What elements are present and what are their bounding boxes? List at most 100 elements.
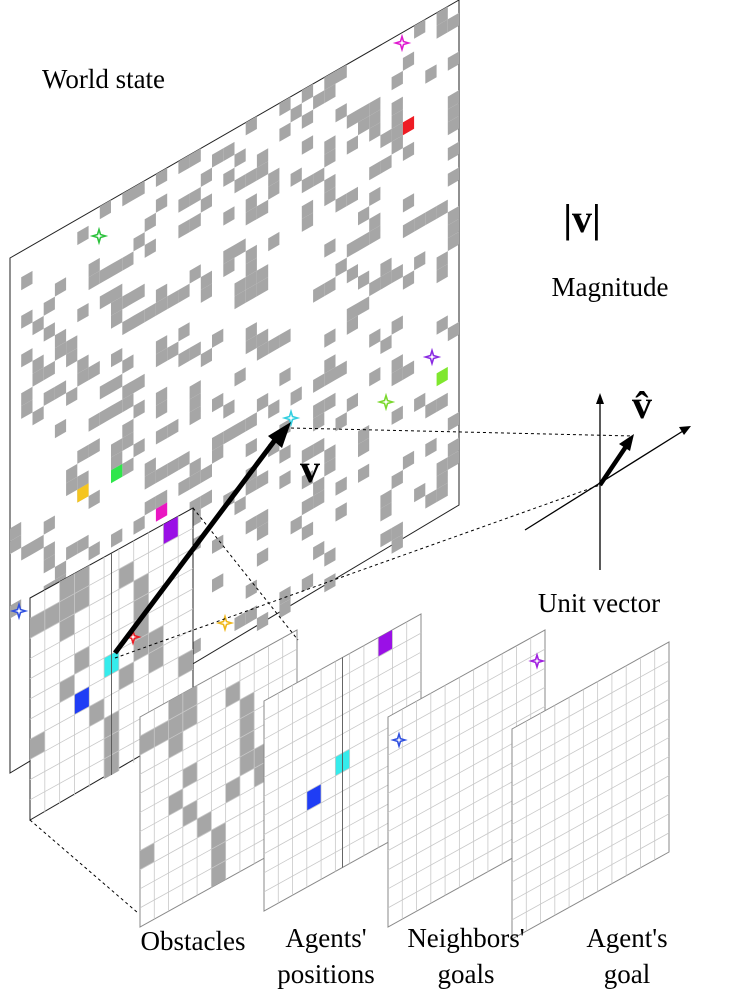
obstacle-cell [77,225,89,246]
vector-label: v [300,446,320,491]
obstacle-cell [212,148,224,168]
obstacle-cell [391,70,403,91]
vector-arrow-head [268,422,291,448]
projection-dashed-line [114,484,601,659]
obstacle-cell [30,610,45,639]
obstacle-cell [391,264,403,284]
obstacle-cell [89,698,105,727]
obstacle-cell [245,605,257,625]
obstacle-cell [324,83,336,104]
obstacle-cell [402,218,415,239]
obstacle-cell [234,418,246,438]
obstacle-cell [239,730,255,758]
obstacle-cell [380,489,392,509]
obstacle-cell [380,528,392,548]
obstacle-cell [358,116,370,136]
obstacle-cell [234,277,246,297]
unit-vector-axes [524,393,691,570]
obstacle-cell [301,135,314,155]
obstacle-cell [436,251,448,271]
obstacle-cell [122,418,134,439]
obstacle-cell [414,482,426,503]
obstacle-cell [239,711,255,738]
grid-line [387,706,546,794]
obstacle-cell [212,573,224,593]
obstacle-cell [324,186,336,207]
obstacle-cell [335,360,347,380]
channel-label-goal-line2: goal [604,959,651,989]
obstacle-cell [43,554,55,574]
obstacle-cell [30,731,45,760]
obstacle-cell [54,341,67,361]
obstacle-cell [279,586,291,606]
obstacle-cell [256,392,269,413]
obstacle-cell [369,212,381,232]
obstacle-cell [391,521,403,541]
obstacle-cell [245,244,257,265]
obstacle-cell [358,437,370,458]
obstacle-cell [88,360,100,381]
obstacle-cell [245,322,257,342]
obstacle-cell [402,450,415,470]
obstacle-cell [256,161,269,181]
obstacle-cell [436,457,448,477]
agent-purple [163,516,179,545]
obstacle-cell [256,264,269,284]
obstacle-cell [436,263,448,284]
obstacle-cell [425,489,437,509]
obstacle-cell [268,399,280,419]
obstacle-cell [133,438,145,458]
obstacle-cell [402,270,415,290]
obstacle-cell [346,315,358,335]
grid-line [511,737,670,825]
obstacle-cell [324,444,336,464]
unit-vector-label: Unit vector [538,588,660,618]
channel-label-goal-line1: Agent's [586,923,667,953]
obstacle-cell [313,437,325,458]
obstacle-cell [256,199,269,220]
obstacle-cell [425,206,437,226]
grid-line [511,718,670,806]
obstacle-cell [43,360,55,381]
obstacle-cell [223,206,235,226]
obstacle-cell [178,347,190,368]
obstacle-cell [66,348,78,368]
obstacle-cell [168,693,183,721]
obstacle-cell [66,335,78,355]
obstacle-cell [148,645,164,674]
obstacle-cell [358,425,370,445]
obstacle-cell [111,438,123,458]
obstacle-cell [144,470,156,490]
obstacle-cell [245,335,257,355]
obstacle-cell [279,328,291,348]
obstacle-cell [167,457,179,477]
obstacle-cell [313,283,325,303]
obstacle-cell [122,393,134,413]
obstacle-cell [140,728,155,756]
obstacle-cell [447,218,459,239]
obstacle-cell [391,135,403,155]
obstacle-cell [133,283,145,303]
grid-line [511,775,670,863]
obstacle-cell [211,860,226,888]
obstacle-cell [245,116,257,136]
obstacle-cell [268,231,280,252]
obstacle-cell [189,380,201,400]
obstacle-cell [279,367,291,387]
obstacle-cell [268,167,280,187]
obstacle-cell [436,6,448,26]
obstacle-cell [380,502,392,522]
channel-label-neighbors-line1: Neighbors' [407,923,524,953]
obstacle-cell [346,186,358,207]
obstacle-cell [324,148,336,168]
obstacle-cell [225,776,240,804]
obstacle-cell [391,354,403,374]
obstacle-cell [402,193,415,213]
goal-star-icon [9,601,29,621]
obstacle-cell [245,412,257,432]
grid-line [139,648,298,737]
grid-line [511,756,670,844]
obstacle-cell [155,489,168,509]
obstacle-cell [155,399,168,419]
obstacle-cell [324,276,336,297]
